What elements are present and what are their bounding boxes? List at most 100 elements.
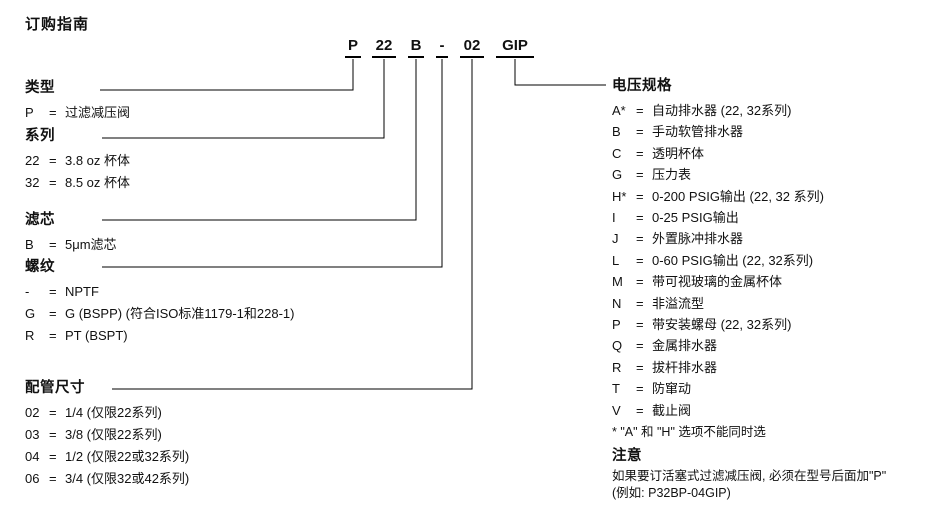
code-row: R = PT (BSPT) [25, 325, 295, 347]
code-cell: R [25, 328, 35, 343]
equals-sign: = [636, 295, 644, 311]
equals-sign: = [636, 167, 644, 183]
note-line: (例如: P32BP-04GIP) [612, 485, 731, 500]
desc-cell: 0-25 PSIG输出 [652, 210, 739, 226]
desc-cell: 自动排水器 (22, 32系列) [652, 103, 792, 118]
desc-cell: 0-60 PSIG输出 (22, 32系列) [652, 252, 814, 268]
equals-sign: = [49, 471, 57, 486]
equals-sign: = [636, 145, 644, 161]
code-cell: P [25, 105, 34, 120]
code-row: N = 非溢流型 [612, 293, 824, 314]
section-pipe-size-heading: 配管尺寸 [25, 380, 85, 396]
equals-sign: = [636, 381, 644, 397]
equals-sign: = [636, 231, 644, 247]
code-row: G = G (BSPP) (符合ISO标准1179-1和228-1) [25, 303, 295, 325]
code-row: 04 = 1/2 (仅限22或32系列) [25, 446, 189, 468]
desc-cell: 8.5 oz 杯体 [65, 175, 131, 190]
code-cell: T [612, 381, 620, 397]
code-row: C = 透明杯体 [612, 143, 824, 164]
equals-sign: = [636, 274, 644, 290]
code-row: B = 5μm滤芯 [25, 234, 117, 256]
code-row: L = 0-60 PSIG输出 (22, 32系列) [612, 250, 824, 271]
equals-sign: = [636, 124, 644, 140]
equals-sign: = [49, 237, 57, 252]
code-row: J = 外置脉冲排水器 [612, 228, 824, 249]
section-pipe-size: 配管尺寸 02 = 1/4 (仅限22系列) 03 = 3/8 (仅限22系列)… [25, 378, 189, 490]
page-title: 订购指南 [25, 16, 90, 33]
code-cell: 03 [25, 427, 40, 442]
note-heading: 注意 [612, 448, 642, 464]
code-cell: G [612, 167, 623, 183]
part-number-segment-thread: - [436, 36, 448, 58]
equals-sign: = [636, 188, 644, 204]
equals-sign: = [49, 153, 57, 168]
code-cell: C [612, 145, 622, 161]
code-row: P = 带安装螺母 (22, 32系列) [612, 314, 824, 335]
desc-cell: 金属排水器 [652, 338, 718, 354]
desc-cell: 非溢流型 [652, 295, 705, 311]
equals-sign: = [49, 175, 57, 190]
equals-sign: = [49, 328, 57, 343]
code-cell: G [25, 306, 36, 321]
part-number-segment-filter: B [408, 36, 424, 58]
code-row: Q = 金属排水器 [612, 335, 824, 356]
code-row: 03 = 3/8 (仅限22系列) [25, 424, 189, 446]
section-filter-heading: 滤芯 [25, 212, 55, 228]
equals-sign: = [636, 210, 644, 226]
equals-sign: = [636, 103, 644, 118]
code-row: T = 防窜动 [612, 378, 824, 399]
desc-cell: 过滤减压阀 [65, 105, 131, 120]
code-row: - = NPTF [25, 281, 295, 303]
code-cell: B [25, 237, 34, 252]
desc-cell: NPTF [65, 284, 99, 299]
equals-sign: = [49, 105, 57, 120]
code-row: 02 = 1/4 (仅限22系列) [25, 402, 189, 424]
code-cell: 32 [25, 175, 40, 190]
section-series-heading: 系列 [25, 128, 55, 144]
code-cell: A* [612, 103, 626, 118]
desc-cell: PT (BSPT) [65, 328, 128, 343]
code-cell: L [612, 252, 620, 268]
desc-cell: 防窜动 [652, 381, 692, 397]
part-number-segment-options: GIP [496, 36, 534, 58]
code-row: G = 压力表 [612, 164, 824, 185]
code-cell: I [612, 210, 616, 226]
equals-sign: = [49, 306, 57, 321]
code-cell: - [25, 284, 30, 299]
part-number-segment-series: 22 [372, 36, 396, 58]
desc-cell: 拔杆排水器 [652, 359, 718, 375]
desc-cell: 截止阀 [652, 402, 692, 418]
desc-cell: 带安装螺母 (22, 32系列) [652, 317, 792, 333]
code-row: R = 拔杆排水器 [612, 357, 824, 378]
code-cell: V [612, 402, 621, 418]
code-row: A* = 自动排水器 (22, 32系列) [612, 100, 824, 121]
section-thread-heading: 螺纹 [25, 259, 55, 275]
desc-cell: 3.8 oz 杯体 [65, 153, 131, 168]
section-options-heading: 电压规格 [612, 78, 672, 94]
desc-cell: 外置脉冲排水器 [652, 231, 744, 247]
section-series: 系列 22 = 3.8 oz 杯体 32 = 8.5 oz 杯体 [25, 126, 130, 194]
desc-cell: 透明杯体 [652, 145, 705, 161]
code-row: P = 过滤减压阀 [25, 102, 130, 124]
code-cell: 04 [25, 449, 40, 464]
options-footnote: * "A" 和 "H" 选项不能同时选 [612, 425, 766, 440]
code-cell: N [612, 295, 622, 311]
desc-cell: G (BSPP) (符合ISO标准1179-1和228-1) [65, 306, 295, 321]
equals-sign: = [636, 338, 644, 354]
code-row: 32 = 8.5 oz 杯体 [25, 172, 130, 194]
note-block: 注意 如果要订活塞式过滤减压阀, 必须在型号后面加"P" (例如: P32BP-… [612, 446, 886, 501]
code-row: I = 0-25 PSIG输出 [612, 207, 824, 228]
equals-sign: = [49, 284, 57, 299]
code-cell: M [612, 274, 623, 290]
part-number-segment-pipe: 02 [460, 36, 484, 58]
desc-cell: 1/4 (仅限22系列) [65, 405, 162, 420]
section-thread: 螺纹 - = NPTF G = G (BSPP) (符合ISO标准1179-1和… [25, 257, 295, 347]
equals-sign: = [636, 359, 644, 375]
code-cell: H* [612, 188, 627, 204]
code-cell: Q [612, 338, 623, 354]
code-row: V = 截止阀 [612, 400, 824, 421]
code-cell: 22 [25, 153, 40, 168]
desc-cell: 3/8 (仅限22系列) [65, 427, 162, 442]
code-row: H* = 0-200 PSIG输出 (22, 32 系列) [612, 186, 824, 207]
